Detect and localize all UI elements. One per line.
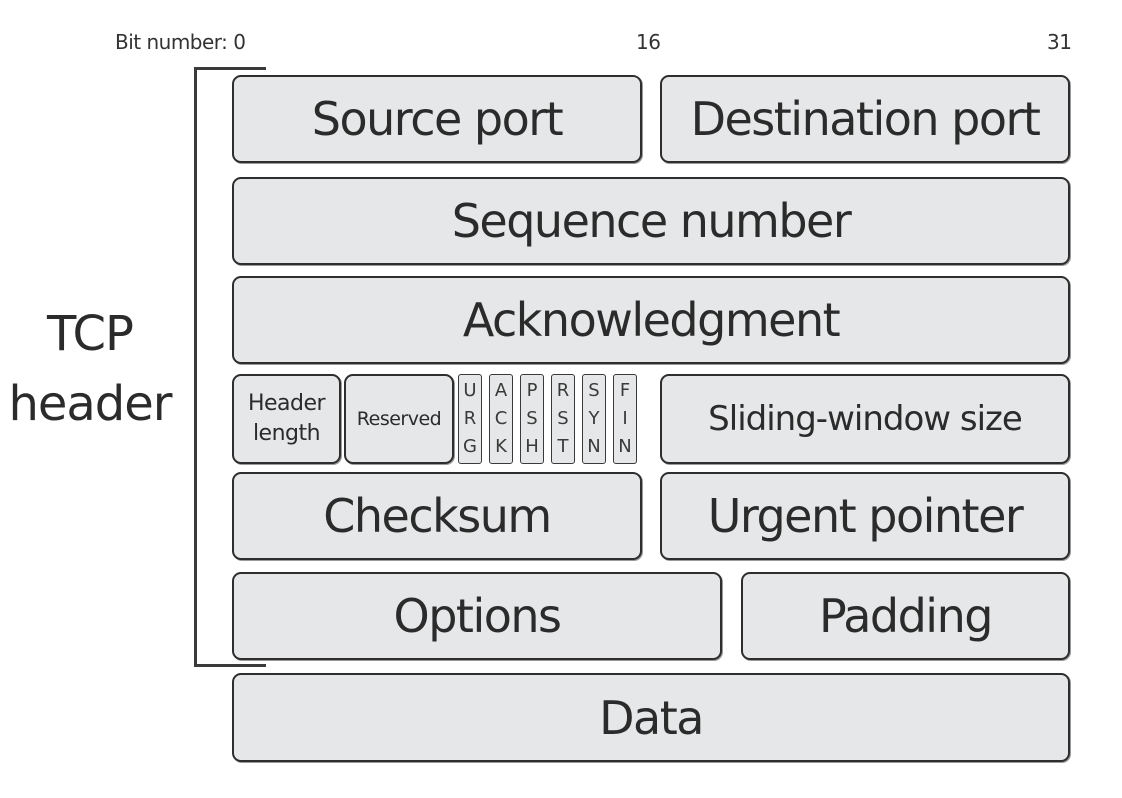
flag-urg-letter: U [463, 380, 477, 401]
acknowledgment-field: Acknowledgment [232, 276, 1070, 364]
flag-syn: S Y N [582, 374, 606, 464]
flag-syn-letter: N [587, 436, 601, 457]
flag-fin-letter: I [622, 408, 628, 429]
tcp-header-label: TCP header [0, 300, 180, 439]
tcp-header-label-line2: header [8, 375, 172, 432]
data-field: Data [232, 673, 1070, 762]
flag-psh: P S H [520, 374, 544, 464]
header-length-line2: length [252, 421, 321, 446]
sliding-window-size-field: Sliding-window size [660, 374, 1070, 464]
flag-ack-letter: A [494, 380, 508, 401]
flag-rst-letter: T [557, 436, 569, 457]
flag-urg-letter: R [463, 408, 477, 429]
checksum-field: Checksum [232, 472, 642, 560]
reserved-field: Reserved [344, 374, 454, 464]
header-length-line1: Header [247, 391, 326, 417]
flag-urg-letter: G [463, 436, 477, 457]
flag-syn-letter: Y [588, 408, 600, 429]
options-field: Options [232, 572, 722, 660]
padding-field: Padding [741, 572, 1070, 660]
flag-psh-letter: P [526, 380, 538, 401]
flag-fin-letter: N [618, 436, 632, 457]
bit-number-start-label: Bit number: 0 [115, 30, 246, 54]
bit-number-middle-label: 16 [636, 30, 661, 54]
flag-ack: A C K [489, 374, 513, 464]
flag-rst: R S T [551, 374, 575, 464]
flag-ack-letter: K [495, 436, 507, 457]
bit-number-end-label: 31 [1047, 30, 1072, 54]
destination-port-field: Destination port [660, 75, 1070, 163]
flag-psh-letter: S [526, 408, 538, 429]
flag-rst-letter: R [556, 380, 570, 401]
header-length-field: Header length [232, 374, 341, 464]
flag-ack-letter: C [494, 408, 508, 429]
tcp-header-bracket [194, 67, 266, 667]
flag-urg: U R G [458, 374, 482, 464]
urgent-pointer-field: Urgent pointer [660, 472, 1070, 560]
tcp-header-label-line1: TCP [47, 306, 134, 362]
flag-fin-letter: F [619, 380, 631, 401]
flag-rst-letter: S [557, 408, 569, 429]
source-port-field: Source port [232, 75, 642, 163]
sequence-number-field: Sequence number [232, 177, 1070, 265]
flag-syn-letter: S [588, 380, 600, 401]
flag-fin: F I N [613, 374, 637, 464]
flag-psh-letter: H [525, 436, 539, 457]
